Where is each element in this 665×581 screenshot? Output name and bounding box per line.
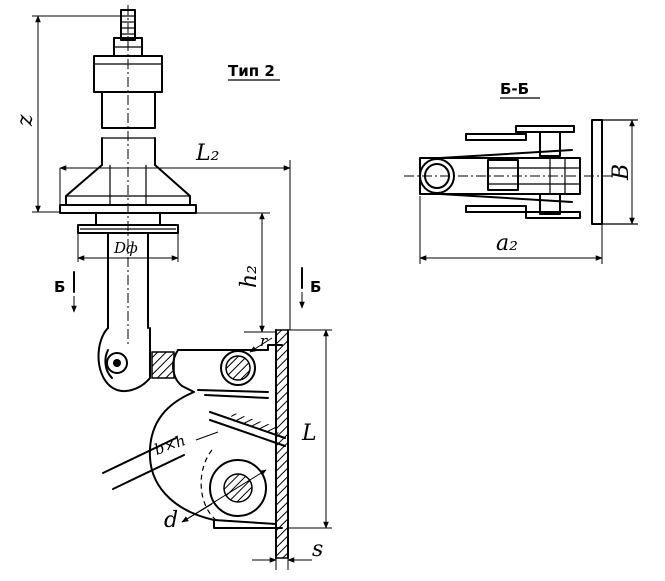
view-title-section: Б-Б xyxy=(500,80,529,98)
pull-rod xyxy=(102,437,185,490)
label-a2: a₂ xyxy=(496,231,518,256)
dimension-d: d xyxy=(164,469,267,533)
main-view: z L₂ Dф h₂ L xyxy=(13,5,332,570)
label-B: B xyxy=(609,164,634,181)
dimension-s: s xyxy=(252,530,323,570)
dimension-z: z xyxy=(13,15,120,213)
section-mark-left-label: Б xyxy=(54,278,65,296)
label-h2: h₂ xyxy=(237,265,262,288)
dimension-h2: h₂ xyxy=(196,212,276,333)
support-washer xyxy=(77,212,179,234)
label-r: r xyxy=(260,332,268,350)
bracket-body xyxy=(148,344,286,529)
label-Dф: Dф xyxy=(113,239,138,257)
dimension-Dф: Dф xyxy=(77,233,179,262)
section-view: Б-Б B a₂ xyxy=(404,80,638,264)
view-title-type2: Тип 2 xyxy=(228,62,275,80)
label-s: s xyxy=(312,537,323,562)
section-mark-right-label: Б xyxy=(310,278,321,296)
upper-housing xyxy=(93,55,163,166)
rod-eye xyxy=(97,327,175,393)
dimension-L: L xyxy=(288,329,332,529)
dimension-L2: L₂ xyxy=(59,141,291,330)
wall-plate xyxy=(275,329,289,559)
section-mark-right: Б xyxy=(299,267,321,309)
label-L2: L₂ xyxy=(195,141,219,166)
label-d: d xyxy=(164,508,178,533)
section-mark-left: Б xyxy=(54,271,77,313)
top-bolt xyxy=(113,9,143,57)
dimension-r: r xyxy=(249,332,273,353)
rod xyxy=(107,232,149,329)
label-z: z xyxy=(13,114,38,127)
label-L: L xyxy=(301,421,317,446)
